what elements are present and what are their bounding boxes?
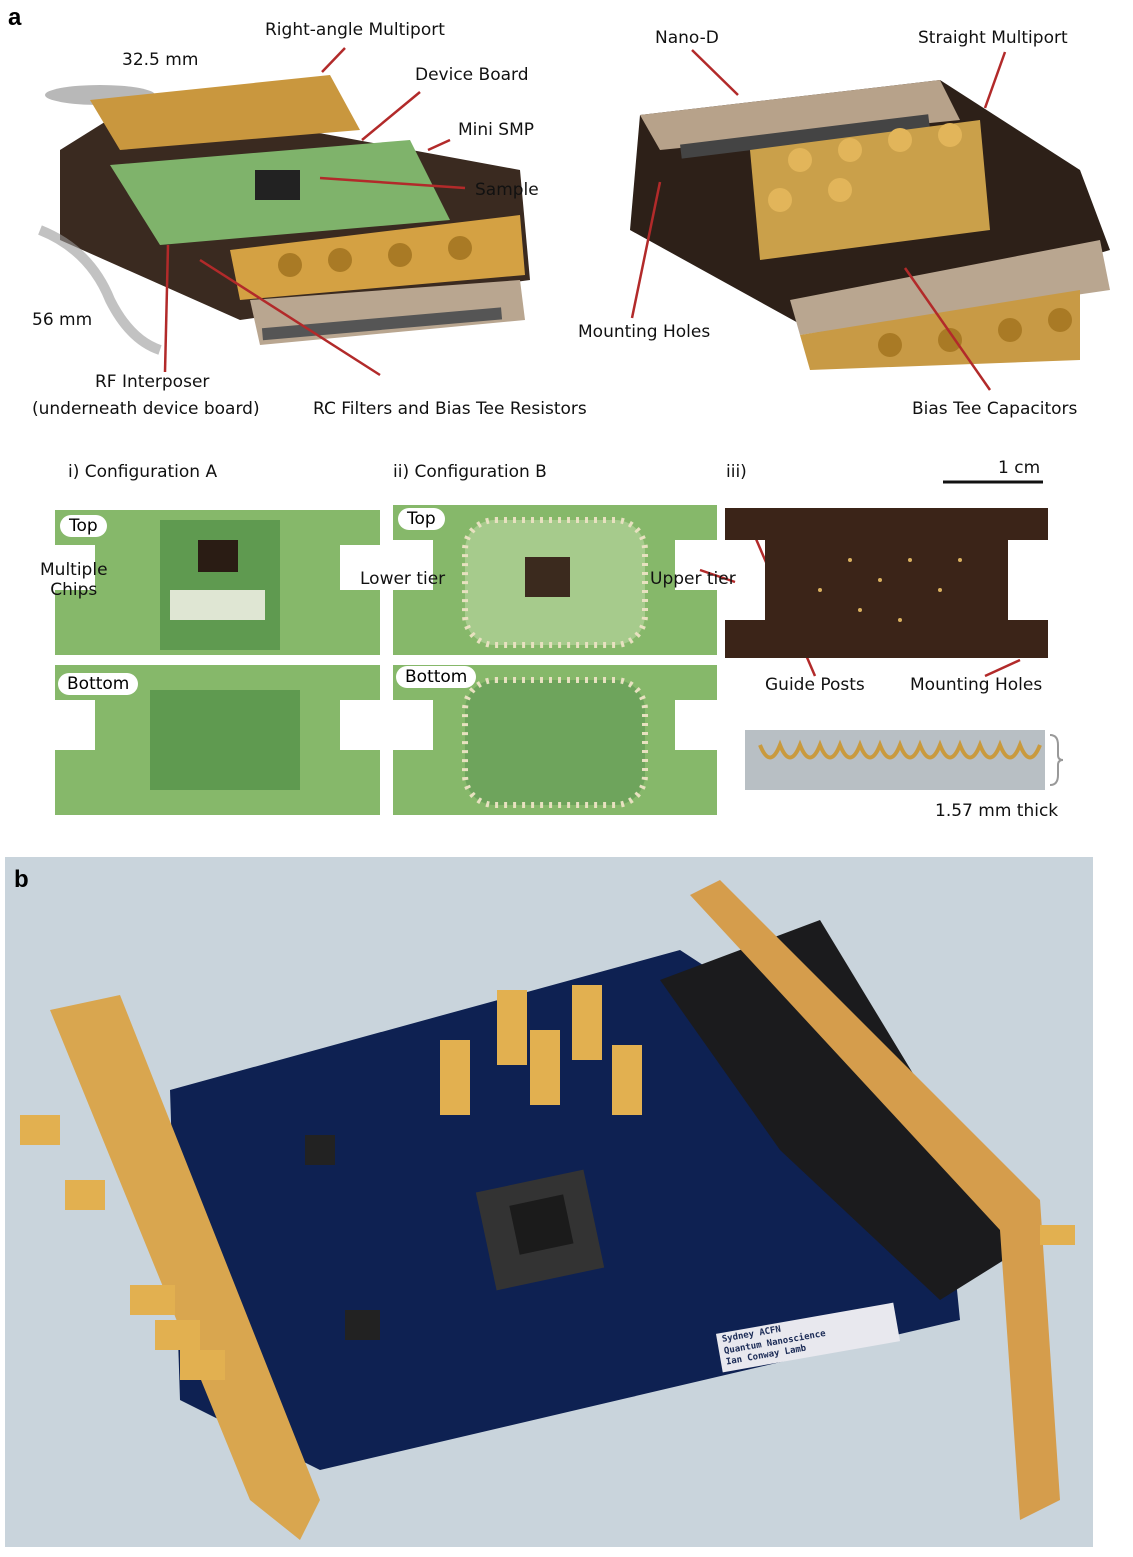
label-rc-filters: RC Filters and Bias Tee Resistors: [313, 399, 587, 419]
label-multiple-chips: Multiple Chips: [40, 560, 108, 601]
label-config-b: ii) Configuration B: [393, 462, 547, 482]
label-rf-interposer: RF Interposer: [95, 372, 210, 392]
label-bottom-b: Bottom: [396, 666, 477, 688]
label-top-a: Top: [60, 515, 107, 537]
label-bottom-a: Bottom: [58, 673, 139, 695]
label-mounting-holes: Mounting Holes: [578, 322, 711, 342]
label-mounting-holes-interposer: Mounting Holes: [910, 675, 1043, 695]
label-mini-smp: Mini SMP: [458, 120, 535, 140]
label-rf-interposer-note: (underneath device board): [32, 399, 260, 419]
label-straight-multiport: Straight Multiport: [918, 28, 1068, 48]
label-device-board: Device Board: [415, 65, 529, 85]
label-thickness: 1.57 mm thick: [935, 801, 1059, 821]
right-device-photo: [630, 80, 1110, 370]
label-lower-tier: Lower tier: [360, 569, 446, 589]
label-width-dim: 32.5 mm: [122, 50, 199, 70]
left-device-photo: [38, 75, 530, 355]
label-nano-d: Nano-D: [655, 28, 719, 48]
label-guide-posts: Guide Posts: [765, 675, 865, 695]
label-bias-tee-capacitors: Bias Tee Capacitors: [912, 399, 1078, 419]
label-top-b: Top: [398, 508, 445, 530]
panel-a-letter: a: [8, 4, 22, 31]
panel-b-letter: b: [14, 866, 29, 893]
panel-a-graphics: [38, 47, 1110, 815]
board-config-a: [55, 510, 380, 815]
label-right-angle-multiport: Right-angle Multiport: [265, 20, 445, 40]
interposer-photo: [725, 508, 1064, 790]
annotation-arrows: [119, 47, 1021, 678]
label-upper-tier: Upper tier: [650, 569, 736, 589]
label-length-dim: 56 mm: [32, 310, 93, 330]
scale-bar-label: 1 cm: [998, 458, 1041, 478]
label-sample: Sample: [475, 180, 539, 200]
board-config-b: [393, 505, 717, 815]
label-config-c: iii): [726, 462, 747, 482]
label-config-a: i) Configuration A: [68, 462, 218, 482]
